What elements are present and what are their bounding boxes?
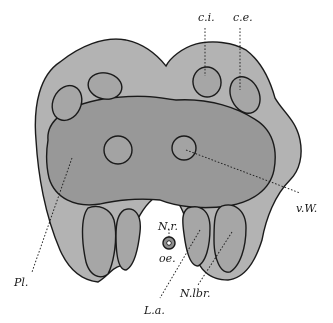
oesophagus-lumen [167,241,171,245]
circle-left [104,136,132,164]
label-vw: v.W. [296,202,317,215]
label-ce: c.e. [233,11,253,24]
label-nlbr: N.lbr. [179,287,211,300]
label-ci: c.i. [198,11,215,24]
label-pl: Pl. [13,276,28,289]
lower-lobe-left [83,207,116,277]
label-nr: N.r. [157,220,178,233]
label-oe: oe. [159,252,176,265]
central-plate [47,96,276,207]
label-la: L.a. [143,304,165,317]
lower-lobe-mid-left [116,209,140,270]
circle-right [172,136,196,160]
